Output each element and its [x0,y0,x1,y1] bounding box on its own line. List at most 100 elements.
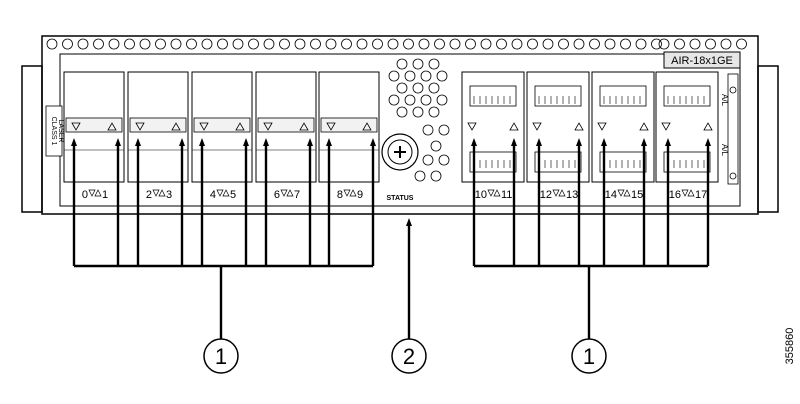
port-number-right: 13 [566,189,578,201]
vent-hole [341,38,352,50]
sfp-latch [193,117,251,133]
callout-number: 1 [215,344,227,369]
up-triangle-icon [286,189,294,197]
vent-hole [372,38,383,50]
vent-hole [155,38,166,50]
callout-1-left: 1 [203,338,239,374]
vent-hole [420,70,432,82]
vent-hole [480,38,492,50]
rj45-port-group [461,71,719,183]
up-triangle-icon [107,122,117,131]
class-laser-label: CLASS 1 LASER [45,105,64,157]
vent-hole [430,140,442,152]
up-triangle-icon [235,122,245,131]
vent-hole [604,38,616,50]
vent-hole [542,38,554,50]
rj45-cage [655,71,719,183]
vent-hole [689,38,701,50]
vent-hole [527,38,538,50]
vent-hole [422,124,434,136]
arrowhead-icon [135,138,141,146]
vent-hole [356,38,368,50]
arrowhead-icon [115,138,121,146]
vent-hole [404,94,416,106]
callout-2: 2 [391,338,427,374]
right-ear [757,65,779,213]
vent-hole [651,38,662,50]
port-number-left: 10 [475,189,487,201]
arrowhead-icon [71,138,77,146]
vent-hole [396,106,408,118]
rj45-cage [461,71,525,183]
sfp-cage [191,71,253,183]
vent-hole [412,106,424,118]
port-number-left: 0 [82,189,88,201]
rj45-cage [526,71,590,183]
rj45-jack [534,151,582,173]
vent-hole [201,38,213,50]
rj45-cage [591,71,655,183]
arrowhead-icon [263,138,269,146]
vent-hole [248,38,259,50]
vent-hole [186,38,197,50]
vent-hole [589,38,600,50]
arrowhead-icon [370,138,376,146]
model-plate: AIR-18x1GE [663,51,741,69]
up-triangle-icon [158,189,166,197]
vent-hole [414,170,426,182]
callout-number: 2 [403,344,415,369]
vent-hole [139,38,151,50]
arrowhead-icon [511,138,517,146]
vent-hole [558,38,569,50]
up-triangle-icon [623,189,631,197]
class-label-line1: CLASS 1 [50,117,57,146]
led-label-bottom: A/L [720,144,729,157]
down-triangle-icon [343,189,351,197]
sfp-cage [318,71,380,183]
vent-hole [620,38,631,50]
down-triangle-icon [681,189,689,197]
up-triangle-icon [639,122,649,131]
down-triangle-icon [71,122,81,131]
port-number-left: 12 [540,189,552,201]
sfp-cage [255,71,317,183]
sfp-latch [129,117,187,133]
vent-hole [418,38,430,50]
vent-holes [46,38,747,50]
vent-hole [430,170,442,182]
vent-hole [388,70,400,82]
vent-hole [108,38,120,50]
port-number-left: 16 [669,189,681,201]
vent-hole [428,58,440,70]
port-number-right: 1 [102,189,108,201]
port-number-left: 2 [146,189,152,201]
arrowhead-icon [307,138,313,146]
rj45-jack [663,85,711,107]
vent-hole [294,38,306,50]
vent-hole [436,70,448,82]
vent-hole [434,38,445,50]
down-triangle-icon [532,122,542,131]
vent-hole [412,58,424,70]
vent-hole [217,38,228,50]
vent-hole [388,94,400,106]
port-number-right: 5 [230,189,236,201]
down-triangle-icon [88,189,96,197]
ventilation-holes [388,58,450,182]
port-number-left: 8 [337,189,343,201]
down-triangle-icon [263,122,273,131]
vent-hole [658,38,670,50]
arrowhead-icon [576,138,582,146]
up-triangle-icon [349,189,357,197]
vent-hole [170,38,182,50]
left-ear [21,65,43,213]
vent-hole [325,38,337,50]
callout-leaders [71,138,711,339]
vent-hole [428,106,440,118]
down-triangle-icon [552,189,560,197]
up-triangle-icon [558,189,566,197]
down-triangle-icon [467,122,477,131]
up-triangle-icon [574,122,584,131]
